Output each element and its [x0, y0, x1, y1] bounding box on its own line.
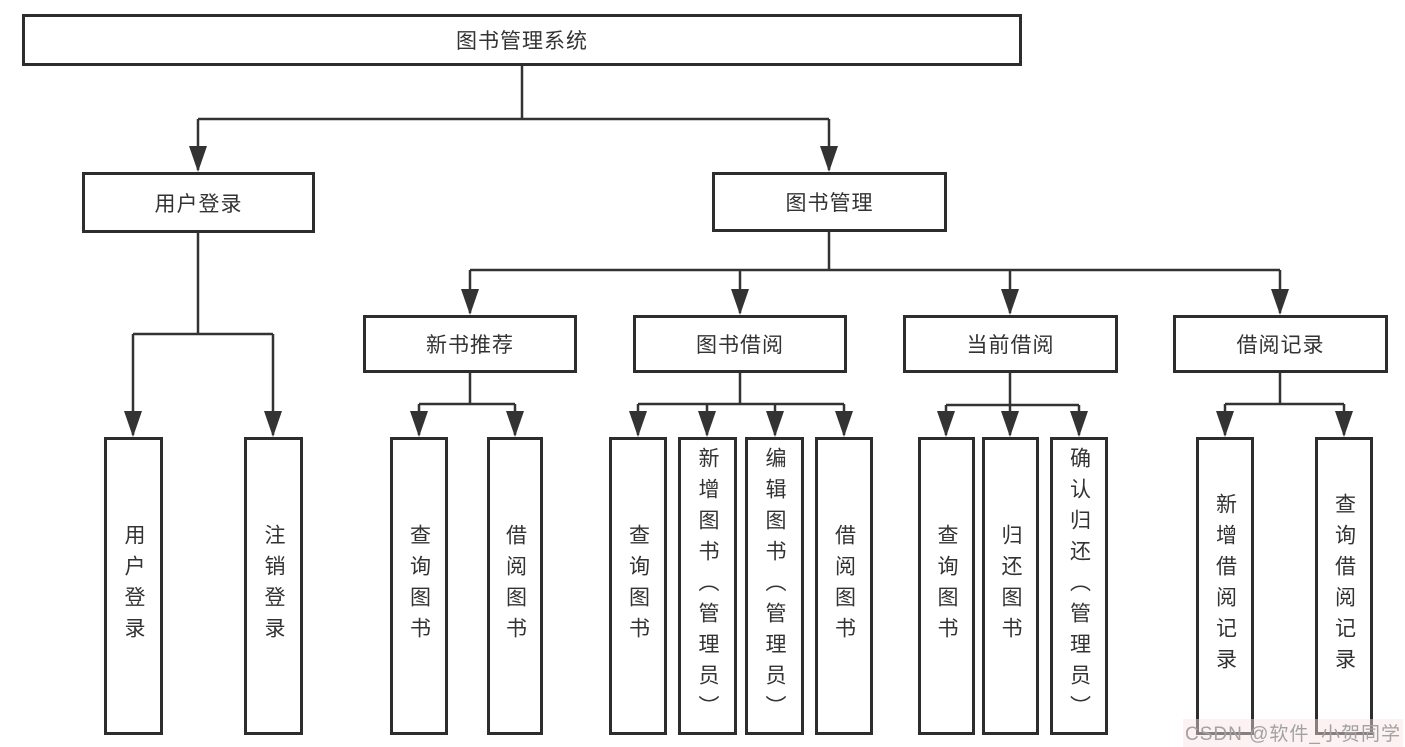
leaf-label: 用户登录 — [122, 524, 145, 648]
node-label: 新书推荐 — [426, 334, 514, 357]
leaf-label: 归还图书 — [999, 524, 1022, 648]
leaf-borrow-books-recommend: 借阅图书 — [487, 437, 543, 735]
leaf-query-books-borrow: 查询图书 — [609, 437, 667, 735]
node-user-login-branch: 用户登录 — [82, 172, 315, 233]
node-label: 用户登录 — [154, 192, 243, 216]
leaf-borrow-books: 借阅图书 — [815, 437, 873, 735]
node-label: 当前借阅 — [966, 334, 1055, 357]
leaf-query-borrow-record: 查询借阅记录 — [1315, 437, 1373, 735]
leaf-user-login: 用户登录 — [104, 437, 163, 735]
leaf-add-borrow-record: 新增借阅记录 — [1196, 437, 1254, 735]
node-current-borrow: 当前借阅 — [903, 315, 1118, 373]
leaf-query-books-recommend: 查询图书 — [390, 437, 448, 735]
leaf-label: 新增图书（管理员） — [696, 446, 719, 726]
leaf-query-books-current: 查询图书 — [918, 437, 975, 735]
node-book-borrow: 图书借阅 — [633, 315, 847, 373]
leaf-label: 确认归还（管理员） — [1067, 446, 1091, 726]
leaf-add-books-admin: 新增图书（管理员） — [678, 437, 737, 735]
node-borrow-records: 借阅记录 — [1173, 315, 1388, 373]
node-book-management-branch: 图书管理 — [712, 172, 947, 232]
leaf-confirm-return-admin: 确认归还（管理员） — [1050, 437, 1108, 735]
leaf-label: 借阅图书 — [832, 524, 856, 648]
leaf-label: 查询图书 — [935, 524, 958, 648]
leaf-logout: 注销登录 — [244, 437, 303, 735]
leaf-label: 编辑图书（管理员） — [763, 446, 786, 726]
leaf-label: 查询图书 — [626, 524, 650, 648]
leaf-label: 查询图书 — [407, 524, 431, 648]
leaf-label: 借阅图书 — [503, 524, 527, 648]
node-label: 图书借阅 — [696, 334, 784, 357]
node-new-book-recommend: 新书推荐 — [363, 315, 577, 373]
leaf-label: 新增借阅记录 — [1213, 493, 1237, 679]
leaf-edit-books-admin: 编辑图书（管理员） — [745, 437, 804, 735]
node-root-system: 图书管理系统 — [22, 14, 1022, 66]
csdn-watermark: CSDN @软件_小贺同学 — [1183, 719, 1403, 747]
node-label: 图书管理 — [785, 192, 874, 215]
node-label: 借阅记录 — [1236, 334, 1325, 357]
leaf-label: 查询借阅记录 — [1332, 493, 1356, 679]
node-root-label: 图书管理系统 — [456, 30, 588, 53]
leaf-return-books: 归还图书 — [982, 437, 1039, 735]
leaf-label: 注销登录 — [262, 524, 285, 648]
